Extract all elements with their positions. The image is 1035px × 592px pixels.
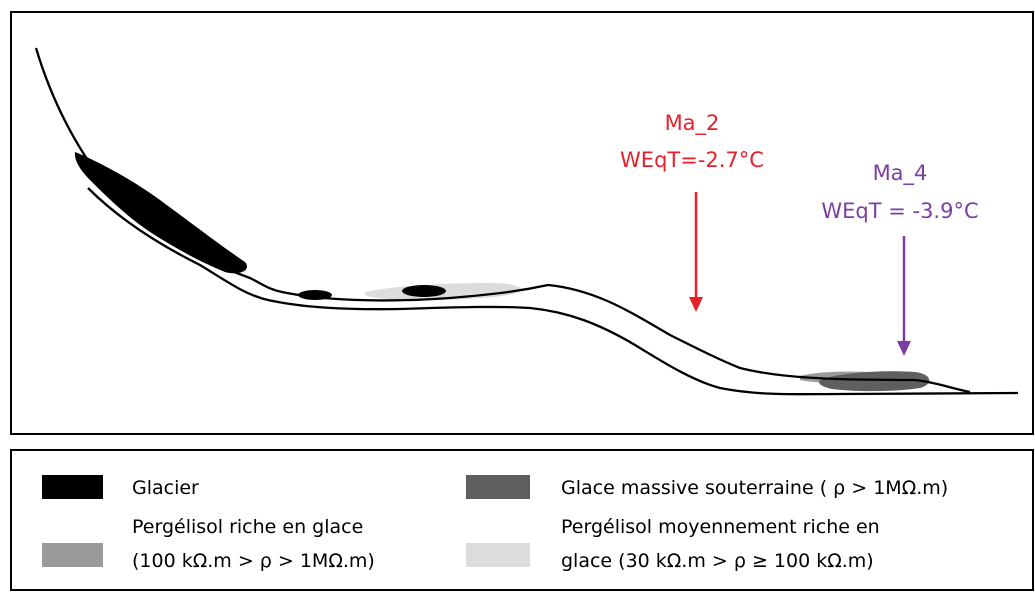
legend-label-massive-ground-ice: Glace massive souterraine ( ρ > 1MΩ.m) [561, 477, 948, 499]
legend-swatch-massive-ground-ice [466, 475, 530, 499]
marker-ma-2: Ma_2 WEqT=-2.7°C [620, 111, 764, 312]
legend-label-moderate-ice-line1: Pergélisol moyennement riche en [561, 516, 880, 538]
legend-swatch-glacier [42, 475, 103, 499]
legend-label-moderate-ice-line2: glace (30 kΩ.m > ρ ≥ 100 kΩ.m) [561, 550, 874, 572]
legend-label-ice-rich-line2: (100 kΩ.m > ρ > 1MΩ.m) [132, 550, 375, 572]
marker-ma-4-arrow-icon [897, 341, 911, 356]
legend-label-ice-rich-line1: Pergélisol riche en glace [132, 516, 363, 538]
glacier-body [74, 152, 248, 274]
marker-ma-4: Ma_4 WEqT = -3.9°C [821, 161, 979, 356]
legend-frame [10, 449, 1034, 591]
legend-swatch-ice-rich-permafrost [42, 543, 103, 567]
glacier-lens-2 [402, 285, 446, 297]
marker-ma-4-label: Ma_4 [873, 161, 928, 186]
marker-ma-2-arrow-icon [689, 297, 703, 312]
legend-swatch-moderate-ice-permafrost [466, 543, 530, 567]
legend-label-glacier: Glacier [132, 477, 199, 499]
marker-ma-2-label: Ma_2 [665, 111, 720, 136]
profile-frame [10, 11, 1034, 435]
marker-ma-4-weqt: WEqT = -3.9°C [821, 199, 978, 223]
marker-ma-2-weqt: WEqT=-2.7°C [620, 148, 764, 172]
legend: Glacier Pergélisol riche en glace (100 k… [42, 475, 948, 572]
massive-ground-ice-lens [819, 371, 930, 392]
upper-terrain-line [34, 47, 971, 394]
lower-terrain-line [87, 187, 1019, 396]
